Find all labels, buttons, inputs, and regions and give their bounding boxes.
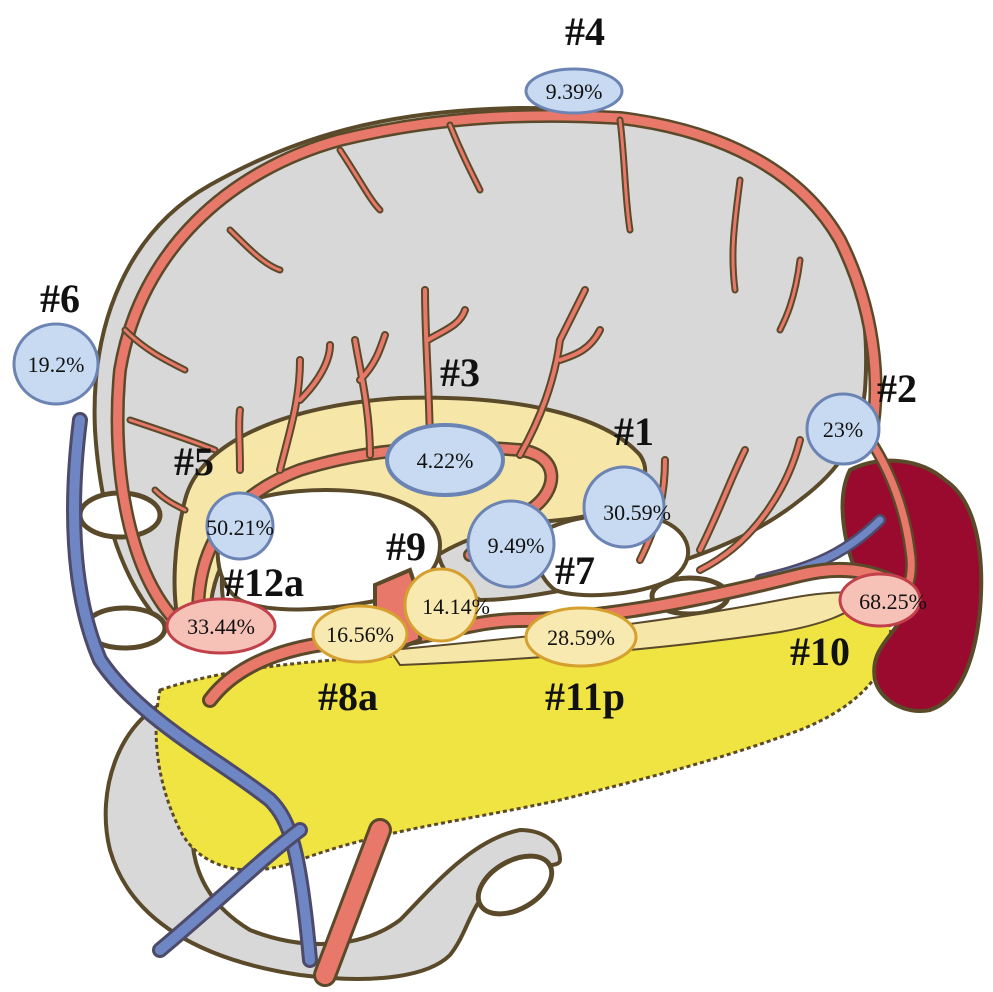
station-4-value: 9.39% [546,79,603,104]
station-9-value: 14.14% [422,594,490,619]
station-10-value: 68.25% [859,589,927,614]
station-7-label: #7 [555,548,595,593]
station-5-value: 50.21% [206,515,274,540]
station-12a-label: #12a [224,560,304,605]
station-2-value: 23% [823,417,863,442]
station-6-value: 19.2% [28,352,85,377]
station-3-value: 4.22% [417,448,474,473]
station-4-label: #4 [565,9,605,54]
station-5-label: #5 [174,439,214,484]
station-6-label: #6 [40,276,80,321]
station-3-label: #3 [440,350,480,395]
station-11p-label: #11p [545,674,625,719]
station-4: #4 9.39% [526,9,622,113]
station-8a-value: 16.56% [326,622,394,647]
station-2-label: #2 [877,366,917,411]
station-11p-value: 28.59% [547,625,615,650]
station-7-value: 9.49% [488,533,545,558]
station-1-value: 30.59% [603,500,671,525]
station-6: #6 19.2% [14,276,98,404]
station-1-label: #1 [614,409,654,454]
station-10-label: #10 [790,629,850,674]
station-9-label: #9 [386,524,426,569]
station-12a-value: 33.44% [187,614,255,639]
station-8a-label: #8a [318,674,378,719]
